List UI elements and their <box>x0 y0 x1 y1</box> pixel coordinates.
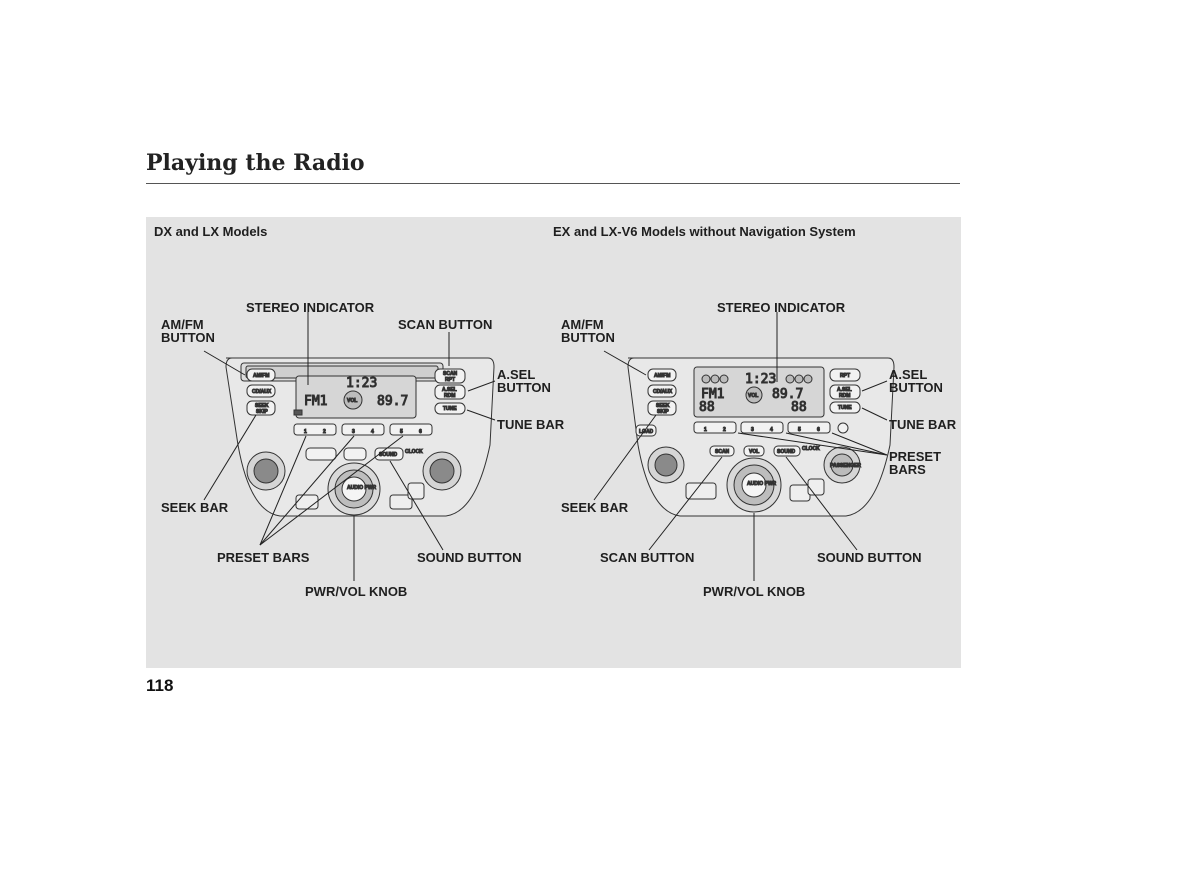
right-load-button[interactable]: LOAD <box>639 429 655 436</box>
left-cdaux-button[interactable]: CD/AUX <box>252 389 273 396</box>
left-figure-heading: DX and LX Models <box>154 224 267 239</box>
left-seek-label[interactable]: SEEK <box>255 403 270 410</box>
right-callout-scan: SCAN BUTTON <box>600 550 694 565</box>
right-callout-sound: SOUND BUTTON <box>817 550 921 565</box>
left-console: 1:23 FM1 89.7 VOL AM/FM CD/AUX SEEK SKIP… <box>225 357 495 517</box>
right-cdaux-button[interactable]: CD/AUX <box>653 389 674 396</box>
left-pwr-vol-knob[interactable]: AUDIO PWR <box>347 485 378 492</box>
page-title: Playing the Radio <box>146 150 365 176</box>
left-asel-button[interactable]: A.SEL <box>442 387 458 394</box>
left-display-time: 1:23 <box>346 376 377 391</box>
right-preset-2[interactable]: 2 <box>723 427 727 434</box>
right-preset-1[interactable]: 1 <box>704 427 708 434</box>
left-preset-6[interactable]: 6 <box>419 429 423 436</box>
right-callout-preset-1: PRESET <box>889 449 941 464</box>
left-amfm-button[interactable]: AM/FM <box>253 373 270 380</box>
left-figure: DX and LX Models 1:23 FM1 89.7 VOL AM/FM… <box>154 224 565 599</box>
right-callout-lines <box>593 312 888 581</box>
right-amfm-button[interactable]: AM/FM <box>654 373 671 380</box>
left-callout-pwr-vol: PWR/VOL KNOB <box>305 584 407 599</box>
right-callout-tune: TUNE BAR <box>889 417 957 432</box>
left-clock-label: CLOCK <box>405 449 423 455</box>
right-callout-amfm-1: AM/FM <box>561 317 604 332</box>
right-tune-bar[interactable]: TUNE <box>838 405 853 412</box>
right-callout-asel-1: A.SEL <box>889 367 927 382</box>
left-callout-scan: SCAN BUTTON <box>398 317 492 332</box>
right-preset-5[interactable]: 5 <box>798 427 802 434</box>
right-display-time: 1:23 <box>745 372 776 387</box>
right-asel-button[interactable]: A.SEL <box>837 387 853 394</box>
right-sound-button[interactable]: SOUND <box>777 449 796 456</box>
right-skip-label: SKIP <box>657 409 669 415</box>
radio-figures: DX and LX Models 1:23 FM1 89.7 VOL AM/FM… <box>154 224 957 599</box>
right-callout-asel-2: BUTTON <box>889 380 943 395</box>
right-display-band: FM1 <box>701 387 724 402</box>
right-seek-label[interactable]: SEEK <box>656 403 671 410</box>
right-display-left: 88 <box>699 400 715 415</box>
left-preset-2[interactable]: 2 <box>323 429 327 436</box>
left-display-freq: 89.7 <box>377 394 408 409</box>
right-pwr-vol-knob[interactable]: AUDIO PWR <box>747 481 778 488</box>
left-preset-4[interactable]: 4 <box>371 429 375 436</box>
left-callout-asel-1: A.SEL <box>497 367 535 382</box>
left-preset-1[interactable]: 1 <box>304 429 308 436</box>
left-tune-bar[interactable]: TUNE <box>443 406 458 413</box>
right-preset-4[interactable]: 4 <box>770 427 774 434</box>
left-skip-label: SKIP <box>256 409 268 415</box>
right-display-vol: VOL <box>748 393 758 399</box>
right-callout-pwr-vol: PWR/VOL KNOB <box>703 584 805 599</box>
right-callout-amfm-2: BUTTON <box>561 330 615 345</box>
left-callout-asel-2: BUTTON <box>497 380 551 395</box>
left-callout-sound: SOUND BUTTON <box>417 550 521 565</box>
left-callout-lines <box>203 312 496 581</box>
right-scan-button[interactable]: SCAN <box>715 449 731 456</box>
right-callout-stereo: STEREO INDICATOR <box>717 300 846 315</box>
left-rdm-label: RDM <box>444 393 455 399</box>
left-callout-stereo: STEREO INDICATOR <box>246 300 375 315</box>
right-rdm-label: RDM <box>839 393 850 399</box>
right-preset-6[interactable]: 6 <box>817 427 821 434</box>
page-number: 118 <box>146 676 174 695</box>
right-display-freq: 89.7 <box>772 387 803 402</box>
left-callout-amfm-2: BUTTON <box>161 330 215 345</box>
right-passenger-label: PASSENGER <box>830 463 861 469</box>
left-preset-3[interactable]: 3 <box>352 429 356 436</box>
left-preset-5[interactable]: 5 <box>400 429 404 436</box>
title-rule <box>146 183 960 184</box>
right-figure: EX and LX-V6 Models without Navigation S… <box>553 224 957 599</box>
left-callout-tune: TUNE BAR <box>497 417 565 432</box>
right-display-right: 88 <box>791 400 807 415</box>
left-callout-preset: PRESET BARS <box>217 550 310 565</box>
left-callout-seek: SEEK BAR <box>161 500 229 515</box>
right-callout-preset-2: BARS <box>889 462 926 477</box>
right-callout-seek: SEEK BAR <box>561 500 629 515</box>
right-clock-label: CLOCK <box>802 446 820 452</box>
right-rpt-button[interactable]: RPT <box>840 373 851 380</box>
left-sound-button[interactable]: SOUND <box>379 452 398 459</box>
left-rpt-label: RPT <box>445 377 455 383</box>
left-scan-button[interactable]: SCAN <box>443 371 459 378</box>
left-display-band: FM1 <box>304 394 327 409</box>
left-callout-amfm-1: AM/FM <box>161 317 204 332</box>
right-figure-heading: EX and LX-V6 Models without Navigation S… <box>553 224 856 239</box>
right-console: 1:23 FM1 89.7 88 88 VOL AM/FM CD/AUX SEE… <box>627 357 895 517</box>
left-display-vol: VOL <box>347 398 357 404</box>
figure-panel: DX and LX Models 1:23 FM1 89.7 VOL AM/FM… <box>146 217 961 668</box>
right-preset-3[interactable]: 3 <box>751 427 755 434</box>
right-vol-button[interactable]: VOL <box>749 449 760 456</box>
